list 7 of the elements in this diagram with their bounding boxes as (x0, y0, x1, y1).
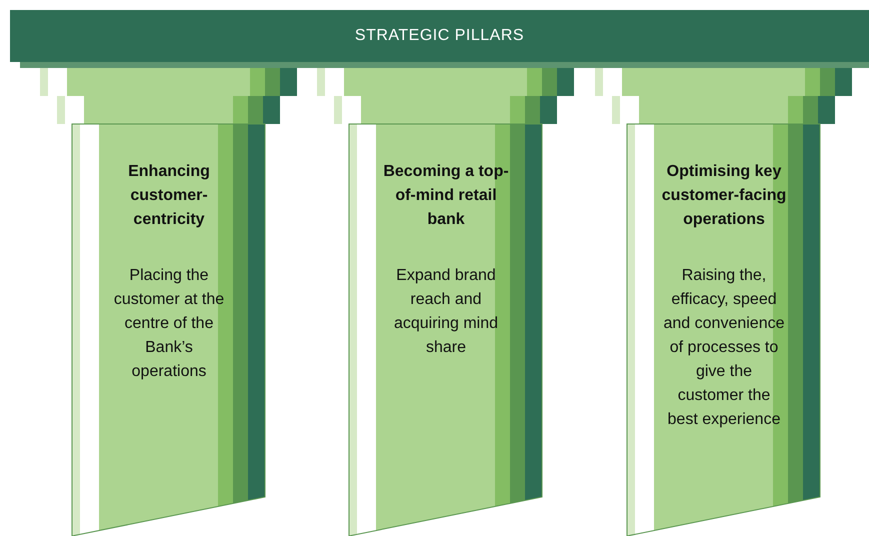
pillar-heading: Enhancing customer-centricity (127, 162, 211, 230)
pillar-description: Expand brand reach and acquiring mind share (392, 266, 500, 358)
pillar-description: Placing the customer at the centre of the Bank’s operations (112, 266, 226, 382)
pillar-heading: Optimising key customer-facing operations (660, 162, 788, 230)
pillar-heading: Becoming a top-of-mind retail bank (382, 162, 510, 230)
banner: STRATEGIC PILLARS (10, 10, 869, 62)
pillar-description: Raising the, efficacy, speed and convenience of processes to give the customer the best experience (662, 266, 786, 430)
